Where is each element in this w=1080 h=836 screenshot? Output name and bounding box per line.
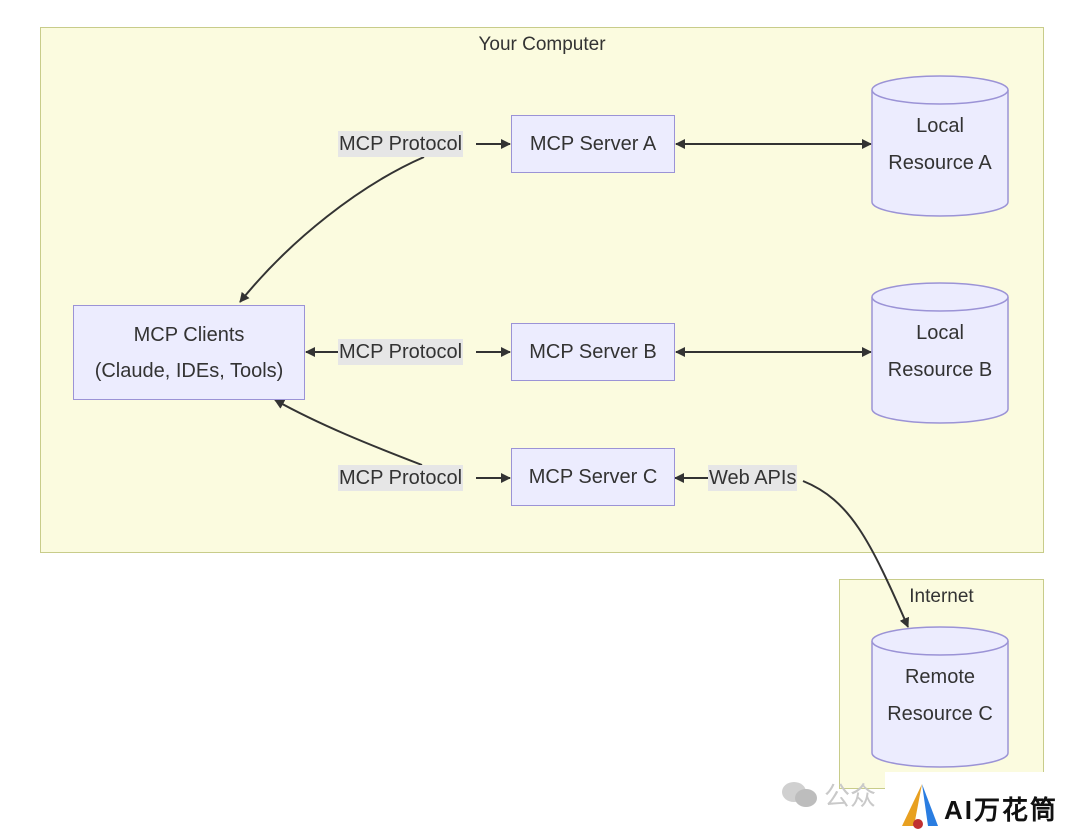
node-mcp-clients: MCP Clients (Claude, IDEs, Tools) <box>73 305 305 400</box>
node-mcp-clients-line2: (Claude, IDEs, Tools) <box>94 359 284 382</box>
watermark: 公众 AI万花筒 <box>780 772 1080 836</box>
edge-label-protocol-b: MCP Protocol <box>338 339 464 365</box>
resource-b-line2: Resource B <box>887 359 993 381</box>
resource-c-line1: Remote <box>904 666 976 688</box>
node-mcp-server-a-label: MCP Server A <box>529 133 657 155</box>
resource-c-line2: Resource C <box>887 703 993 725</box>
chat-bubble-icon <box>782 782 817 807</box>
resource-a-line1: Local <box>916 115 964 137</box>
cluster-label-internet: Internet <box>909 586 974 607</box>
node-mcp-server-c: MCP Server C <box>511 448 675 506</box>
node-local-resource-a: Local Resource A <box>871 75 1009 217</box>
resource-a-line2: Resource A <box>888 152 992 174</box>
node-mcp-server-b: MCP Server B <box>511 323 675 381</box>
edge-label-web-apis: Web APIs <box>708 465 798 491</box>
node-mcp-clients-line1: MCP Clients <box>133 323 245 346</box>
edge-protocol-c-to-client <box>274 399 423 466</box>
brand-logo-icon <box>902 784 938 829</box>
node-mcp-server-a: MCP Server A <box>511 115 675 173</box>
edge-client-server-a <box>239 156 425 303</box>
node-remote-resource-c: Remote Resource C <box>871 626 1009 768</box>
cylinder-shape-c <box>871 626 1009 768</box>
node-local-resource-b: Local Resource B <box>871 282 1009 424</box>
watermark-brand-text: AI万花筒 <box>944 795 1059 825</box>
resource-b-line1: Local <box>916 322 964 344</box>
cylinder-shape-a <box>871 75 1009 217</box>
edge-label-protocol-a: MCP Protocol <box>338 131 464 157</box>
cylinder-shape-b <box>871 282 1009 424</box>
edge-label-protocol-c: MCP Protocol <box>338 465 464 491</box>
watermark-faded-text: 公众 <box>824 781 877 811</box>
node-mcp-server-c-label: MCP Server C <box>528 466 658 488</box>
cluster-label-your-computer: Your Computer <box>478 34 606 55</box>
node-mcp-server-b-label: MCP Server B <box>529 341 657 363</box>
edge-web-apis-to-resource-c <box>802 480 909 628</box>
